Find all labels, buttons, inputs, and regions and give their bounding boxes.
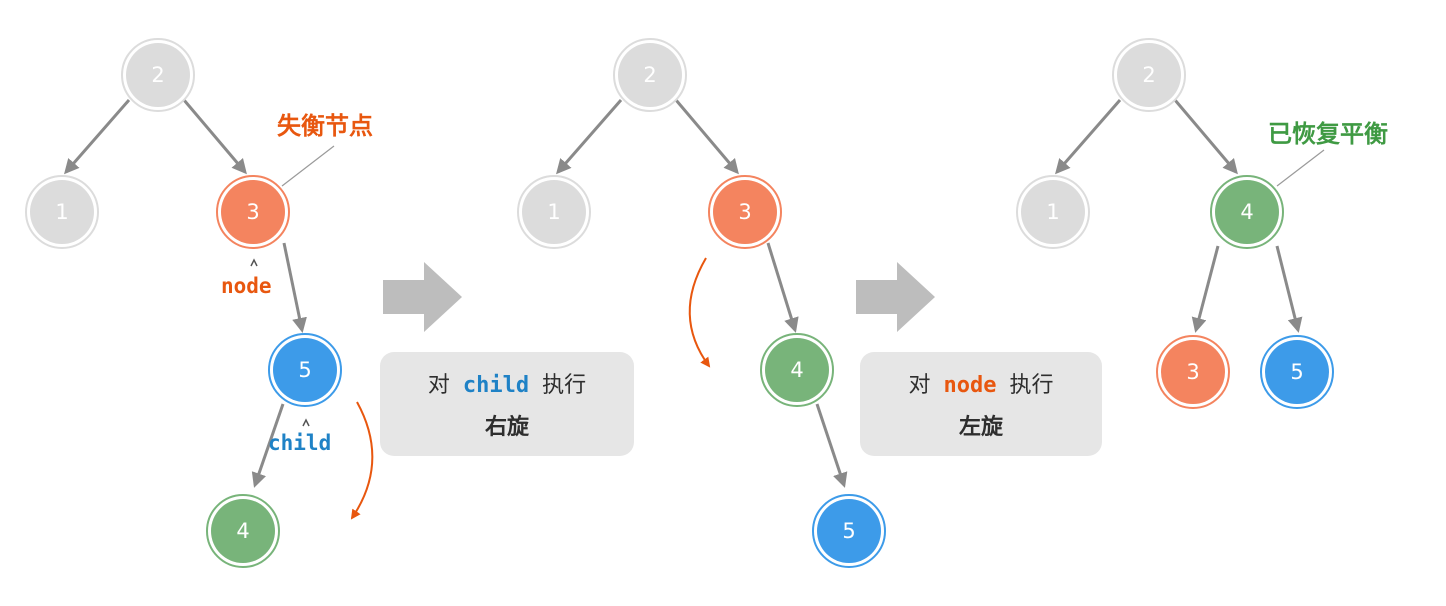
node-value: 1 <box>522 180 586 244</box>
tree-node-unbalanced: 3 <box>216 175 290 249</box>
pointer-node-caret <box>250 258 258 267</box>
unbalanced-node-label: 失衡节点 <box>277 112 373 140</box>
step-suffix: 执行 <box>542 373 587 398</box>
tree-node-child: 5 <box>812 494 886 568</box>
edge-p2-4-5 <box>815 403 848 488</box>
edge-p3-4-3 <box>1191 245 1220 333</box>
node-value: 3 <box>221 180 285 244</box>
edge-p3-4-5 <box>1275 245 1303 333</box>
node-value: 1 <box>30 180 94 244</box>
step-suffix: 执行 <box>1009 373 1054 398</box>
edge-p1-2-1 <box>64 99 131 175</box>
edge-p1-3-5 <box>282 242 307 333</box>
step-description: 对 child 执行 <box>428 367 586 399</box>
node-value: 2 <box>126 43 190 107</box>
edge-p1-5-4 <box>251 403 285 488</box>
rotation-arrow-right <box>350 401 374 520</box>
step-box-left-rotate: 对 node 执行 左旋 <box>860 352 1102 456</box>
step-target: node <box>943 373 997 398</box>
tree-node-unbalanced: 3 <box>1156 335 1230 409</box>
edge-p3-2-1 <box>1055 99 1122 175</box>
tree-node: 2 <box>121 38 195 112</box>
node-value: 4 <box>211 499 275 563</box>
tree-node-grandchild: 4 <box>760 333 834 407</box>
edge-p2-2-3 <box>674 99 739 175</box>
block-arrow-1 <box>383 262 462 332</box>
step-prefix: 对 <box>908 373 931 398</box>
step-action: 右旋 <box>484 415 529 440</box>
step-target: child <box>462 373 530 398</box>
node-value: 2 <box>1117 43 1181 107</box>
annotation-leader-p3 <box>1276 149 1325 187</box>
tree-node: 2 <box>613 38 687 112</box>
tree-node-grandchild: 4 <box>1210 175 1284 249</box>
node-value: 1 <box>1021 180 1085 244</box>
child-pointer-label: child <box>268 431 332 455</box>
tree-node-child: 5 <box>1260 335 1334 409</box>
edge-p2-3-4 <box>766 242 799 333</box>
annotation-leader-p1 <box>281 145 335 187</box>
tree-node-unbalanced: 3 <box>708 175 782 249</box>
node-value: 5 <box>273 338 337 402</box>
pointer-child-caret <box>302 418 310 427</box>
step-description: 对 node 执行 <box>908 367 1053 399</box>
node-value: 4 <box>765 338 829 402</box>
tree-node-child: 5 <box>268 333 342 407</box>
tree-node: 2 <box>1112 38 1186 112</box>
rotation-arrow-left <box>688 257 711 368</box>
tree-node: 1 <box>517 175 591 249</box>
node-value: 2 <box>618 43 682 107</box>
step-prefix: 对 <box>427 373 450 398</box>
step-box-right-rotate: 对 child 执行 右旋 <box>380 352 634 456</box>
rebalanced-label: 已恢复平衡 <box>1268 120 1388 148</box>
node-value: 5 <box>1265 340 1329 404</box>
node-value: 3 <box>1161 340 1225 404</box>
tree-node-grandchild: 4 <box>206 494 280 568</box>
node-value: 3 <box>713 180 777 244</box>
tree-node: 1 <box>1016 175 1090 249</box>
edge-p2-2-1 <box>556 99 623 175</box>
edge-p3-2-4 <box>1173 99 1238 175</box>
node-value: 4 <box>1215 180 1279 244</box>
step-action: 左旋 <box>958 415 1003 440</box>
node-pointer-label: node <box>221 274 272 298</box>
block-arrow-2 <box>856 262 935 332</box>
node-value: 5 <box>817 499 881 563</box>
tree-node: 1 <box>25 175 99 249</box>
edge-p1-2-3 <box>182 99 247 175</box>
